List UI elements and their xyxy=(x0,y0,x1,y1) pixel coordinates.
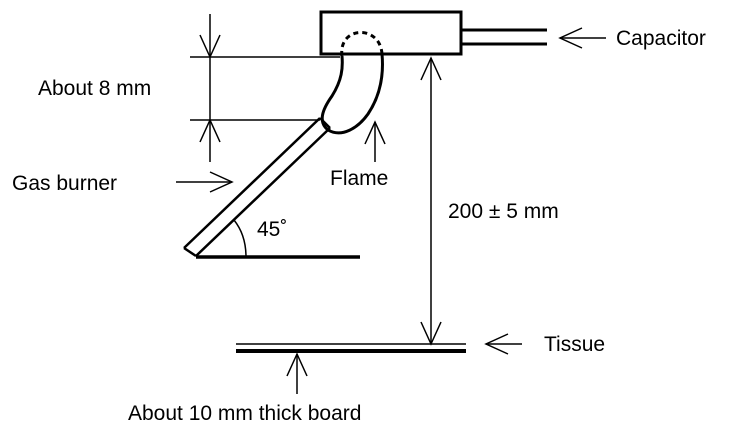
board-pointer-head xyxy=(286,352,308,377)
gas-burner-tube-upper-edge xyxy=(183,117,321,249)
capacitor-pointer-head xyxy=(558,27,583,49)
gas-burner-tube-bottom-cap xyxy=(183,246,197,258)
distance-label: 200 ± 5 mm xyxy=(448,200,559,223)
tissue-label: Tissue xyxy=(544,333,605,356)
capacitor-label: Capacitor xyxy=(616,27,706,50)
gas-burner-pointer-head xyxy=(209,171,234,193)
gas-burner-tube-top-cap xyxy=(319,117,331,129)
distance-arrow-top-head xyxy=(420,56,442,81)
tissue-pointer-head xyxy=(484,333,509,355)
dimension-upper-arrowhead xyxy=(199,34,221,59)
flame-label: Flame xyxy=(330,167,388,190)
board-label: About 10 mm thick board xyxy=(128,402,361,425)
flame-body xyxy=(320,53,384,135)
angle-label: 45˚ xyxy=(257,218,287,241)
gas-burner-label: Gas burner xyxy=(12,172,117,195)
flame-inner-dashed xyxy=(340,31,384,57)
flame-pointer-head xyxy=(364,120,386,145)
dimension-lower-arrowhead xyxy=(199,118,221,143)
gas-burner-tube-lower-edge xyxy=(195,127,331,257)
angle-arc xyxy=(233,219,247,258)
capacitor-body xyxy=(319,10,463,56)
about-8mm-label: About 8 mm xyxy=(38,77,151,100)
